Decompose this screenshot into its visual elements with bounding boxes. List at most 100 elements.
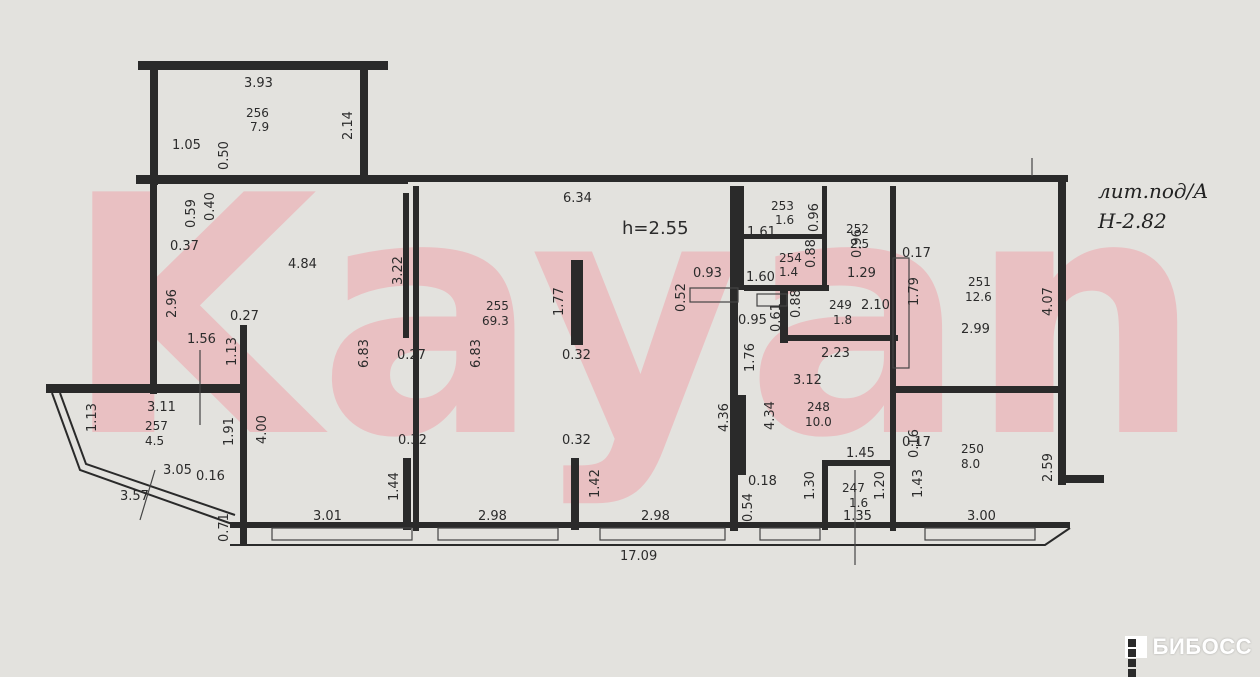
dimension-label: 1.13 xyxy=(85,403,100,432)
brand-logo: БИБОСС xyxy=(1125,634,1252,660)
dimension-label: 2.99 xyxy=(961,322,990,337)
dimension-label: 6.83 xyxy=(469,339,484,368)
dimension-label: 1.30 xyxy=(803,471,818,500)
wall xyxy=(730,186,738,531)
dimension-label: 17.09 xyxy=(620,549,657,564)
facade-window xyxy=(600,528,725,540)
dimension-label: 0.18 xyxy=(748,474,777,489)
dimension-label: 0.95 xyxy=(738,313,767,328)
dimension-label: 0.96 xyxy=(850,229,865,258)
room-area: 7.9 xyxy=(250,120,269,134)
wall xyxy=(138,61,388,70)
dimension-label: 2.10 xyxy=(861,298,890,313)
dimension-label: 4.34 xyxy=(763,401,778,430)
dimension-label: 0.54 xyxy=(741,493,756,522)
dimension-label: 1.91 xyxy=(222,417,237,446)
room-area: 12.6 xyxy=(965,290,992,304)
dimension-label: 0.59 xyxy=(184,199,199,228)
wall xyxy=(738,395,746,475)
dimension-label: 1.77 xyxy=(552,287,567,316)
dimension-label: 0.32 xyxy=(562,433,591,448)
dimension-label: 3.11 xyxy=(147,400,176,415)
wall xyxy=(150,184,157,394)
dimension-label: 2.96 xyxy=(165,289,180,318)
wall xyxy=(822,460,828,530)
dimension-label: 0.16 xyxy=(196,469,225,484)
wall xyxy=(896,386,1066,393)
wall xyxy=(571,260,583,345)
dimension-label: 0.93 xyxy=(693,266,722,281)
dimension-label: 0.71 xyxy=(217,513,232,542)
dimension-label: 4.36 xyxy=(717,403,732,432)
room-id: 250 xyxy=(961,442,984,456)
wall xyxy=(1058,175,1066,485)
dimension-label: 3.93 xyxy=(244,76,273,91)
dimension-label: 0.40 xyxy=(203,192,218,221)
room-area: 8.0 xyxy=(961,457,980,471)
room-id: 256 xyxy=(246,106,269,120)
dimension-label: 1.79 xyxy=(907,277,922,306)
wall xyxy=(150,70,158,185)
dimension-label: 2.23 xyxy=(821,346,850,361)
facade-window xyxy=(760,528,820,540)
wall xyxy=(136,175,408,184)
room-id: 249 xyxy=(829,298,852,312)
room-id: 254 xyxy=(779,251,802,265)
wall xyxy=(403,458,411,530)
dimension-label: 1.13 xyxy=(225,337,240,366)
dimension-label: 1.43 xyxy=(911,469,926,498)
dimension-label: 6.83 xyxy=(357,339,372,368)
dimension-label: 0.32 xyxy=(398,433,427,448)
wall xyxy=(230,528,1070,545)
dimension-label: 2.59 xyxy=(1041,453,1056,482)
dimension-label: 4.07 xyxy=(1041,287,1056,316)
dimension-label: 2.98 xyxy=(641,509,670,524)
header-height: Н-2.82 xyxy=(1097,209,1167,233)
dimension-label: 6.34 xyxy=(563,191,592,206)
facade-window xyxy=(438,528,558,540)
brand-name: БИБОСС xyxy=(1153,634,1252,660)
dimension-label: 3.00 xyxy=(967,509,996,524)
wall xyxy=(360,70,368,178)
dimension-label: 1.45 xyxy=(846,446,875,461)
dimension-label: 4.84 xyxy=(288,257,317,272)
dimension-label: 0.27 xyxy=(397,348,426,363)
room-area: 1.6 xyxy=(849,496,868,510)
room-id: 248 xyxy=(807,400,830,414)
dimension-label: 3.57 xyxy=(120,489,149,504)
wall xyxy=(240,325,247,545)
room-id: 257 xyxy=(145,419,168,433)
dimension-label: 3.05 xyxy=(163,463,192,478)
dimension-label: 2.14 xyxy=(341,111,356,140)
room-area: 1.8 xyxy=(833,313,852,327)
room-248: 248 10.0 xyxy=(805,400,832,429)
wall xyxy=(368,175,1068,182)
dimension-label: 1.60 xyxy=(746,270,775,285)
dimension-label: 0.32 xyxy=(562,348,591,363)
room-253: 253 1.6 xyxy=(771,199,794,227)
dimension-label: 1.35 xyxy=(843,509,872,524)
dimension-label: 3.01 xyxy=(313,509,342,524)
dimension-label: 0.88 xyxy=(789,289,804,318)
room-251: 251 12.6 xyxy=(965,275,992,304)
dimension-label: 3.12 xyxy=(793,373,822,388)
dimension-label: 1.05 xyxy=(172,138,201,153)
dimension-label: 0.17 xyxy=(902,246,931,261)
dimension-label: 4.00 xyxy=(255,415,270,444)
room-256: 256 7.9 xyxy=(246,106,269,134)
brand-icon xyxy=(1125,636,1147,658)
room-id: 255 xyxy=(486,299,509,313)
room-id: 253 xyxy=(771,199,794,213)
room-area: 10.0 xyxy=(805,415,832,429)
wall xyxy=(1066,475,1104,483)
dimension-label: 1.20 xyxy=(873,471,888,500)
room-249: 249 1.8 xyxy=(829,298,852,327)
facade-window xyxy=(272,528,412,540)
header-lit: лит.под/А xyxy=(1098,179,1208,203)
wall xyxy=(780,335,898,341)
dimension-label: 0.37 xyxy=(170,239,199,254)
dimension-label: 1.56 xyxy=(187,332,216,347)
dimension-label: 0.27 xyxy=(230,309,259,324)
ceiling-note: h=2.55 xyxy=(622,218,689,239)
